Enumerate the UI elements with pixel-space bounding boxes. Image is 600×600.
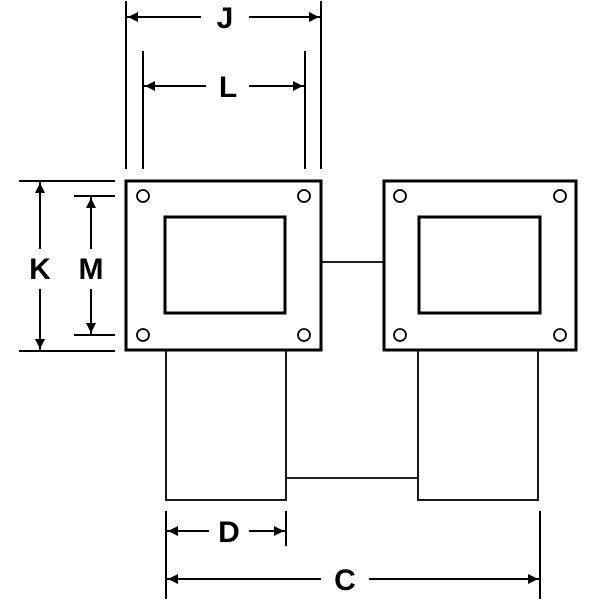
- dimension-c: C: [165, 511, 541, 599]
- left-body: [165, 349, 287, 501]
- left-bolt-hole-bl: [136, 328, 150, 342]
- dimension-l-label: L: [219, 71, 237, 104]
- left-opening: [163, 215, 287, 315]
- dimension-k-label: K: [29, 253, 51, 286]
- dimension-c-label: C: [334, 564, 356, 597]
- dimension-m-label: M: [79, 253, 104, 286]
- right-bolt-hole-bl: [393, 328, 407, 342]
- dimension-l: L: [142, 51, 306, 169]
- right-bolt-hole-br: [553, 328, 567, 342]
- dimension-m: M: [74, 195, 115, 336]
- right-body: [417, 349, 539, 501]
- right-bolt-hole-tr: [553, 189, 567, 203]
- right-flange-plate: [382, 179, 578, 352]
- dimension-d-label: D: [218, 516, 240, 549]
- dimension-j-label: J: [217, 2, 234, 35]
- dimension-k: K: [19, 180, 115, 352]
- dimension-j: J: [125, 1, 322, 169]
- dimension-d: D: [165, 511, 287, 549]
- right-opening: [417, 215, 542, 315]
- left-bolt-hole-tr: [297, 189, 311, 203]
- left-bolt-hole-tl: [136, 189, 150, 203]
- right-unit: [382, 179, 578, 501]
- left-bolt-hole-br: [297, 328, 311, 342]
- left-flange-plate: [124, 179, 323, 352]
- right-bolt-hole-tl: [393, 189, 407, 203]
- left-unit: [124, 179, 323, 501]
